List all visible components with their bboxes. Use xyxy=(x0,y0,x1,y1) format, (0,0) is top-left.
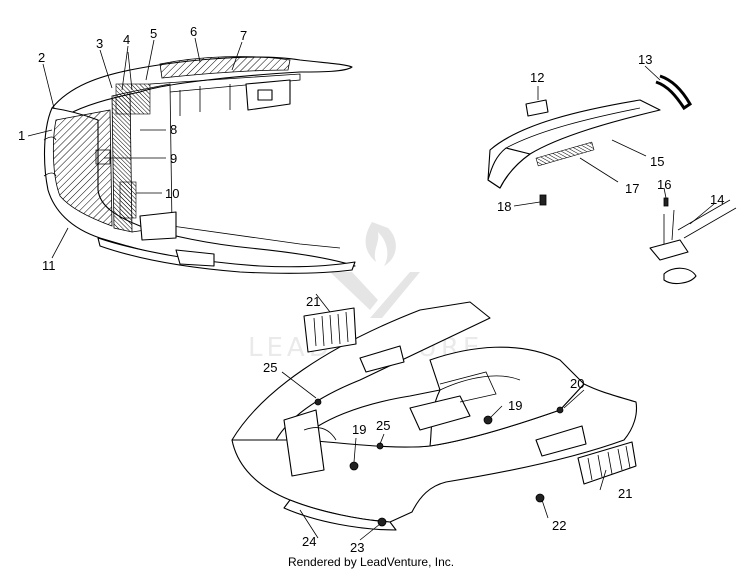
callout-20: 20 xyxy=(570,376,584,391)
callout-14: 14 xyxy=(710,192,724,207)
callout-18: 18 xyxy=(497,199,511,214)
callout-17: 17 xyxy=(625,181,639,196)
callout-10: 10 xyxy=(165,186,179,201)
callouts-upper-left: 2 3 4 5 6 7 1 8 9 10 11 xyxy=(18,24,247,273)
vent-grille-upper xyxy=(303,307,357,353)
callout-24: 24 xyxy=(302,534,316,549)
callout-11: 11 xyxy=(42,258,56,273)
support-bar-assembly: 12 13 15 17 16 14 18 xyxy=(487,52,737,285)
callout-21-lower: 21 xyxy=(618,486,632,501)
vent-grille-lower xyxy=(577,441,637,485)
callout-5: 5 xyxy=(150,26,157,41)
footer-credit: Rendered by LeadVenture, Inc. xyxy=(288,555,454,569)
callout-19-right: 19 xyxy=(508,398,522,413)
callout-22: 22 xyxy=(552,518,566,533)
callout-25-left: 25 xyxy=(263,360,277,375)
callout-8: 8 xyxy=(170,122,177,137)
callout-13: 13 xyxy=(638,52,652,67)
callout-21-upper: 21 xyxy=(306,294,320,309)
callout-15: 15 xyxy=(650,154,664,169)
callout-1: 1 xyxy=(18,128,25,143)
callout-6: 6 xyxy=(190,24,197,39)
hood-nose-assembly xyxy=(43,56,356,274)
callout-2: 2 xyxy=(38,50,45,65)
callout-7: 7 xyxy=(240,28,247,43)
callout-3: 3 xyxy=(96,36,103,51)
callout-9: 9 xyxy=(170,151,177,166)
callout-12: 12 xyxy=(530,70,544,85)
callout-16: 16 xyxy=(657,177,671,192)
callout-4: 4 xyxy=(123,32,130,47)
belly-pan-assembly: 21 21 25 25 19 19 20 22 23 24 xyxy=(231,293,638,555)
callout-23: 23 xyxy=(350,540,364,555)
callout-19-left: 19 xyxy=(352,422,366,437)
callout-25-right: 25 xyxy=(376,418,390,433)
